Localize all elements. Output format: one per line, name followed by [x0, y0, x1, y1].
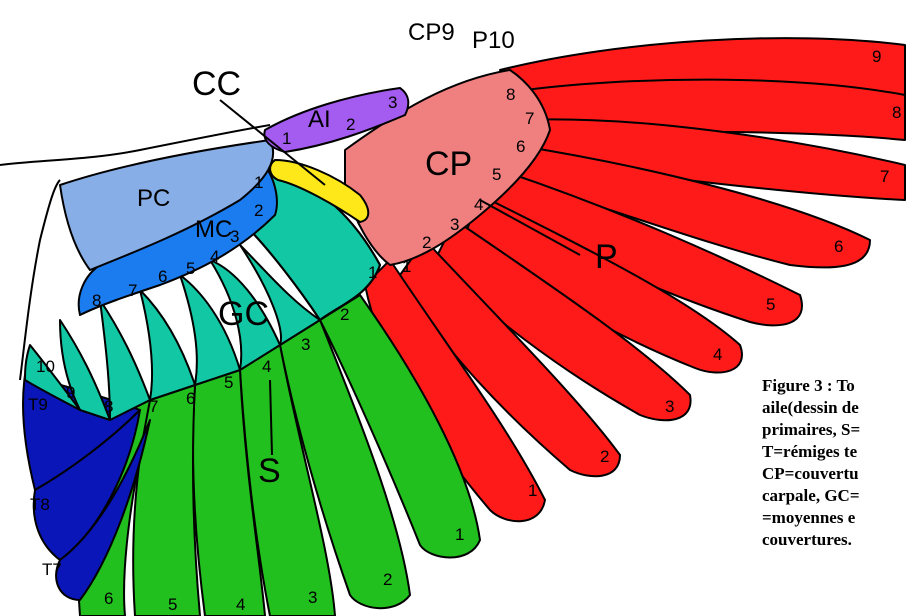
al-num-3: 3	[388, 93, 397, 112]
caption-line: T=rémiges te	[762, 441, 909, 463]
mc-num-1: 1	[254, 173, 263, 192]
label-s: S	[258, 452, 281, 490]
secondary-num-3: 3	[308, 588, 317, 607]
mc-num-7: 7	[128, 281, 137, 300]
mc-num-4: 4	[210, 247, 219, 266]
label-p10: P10	[472, 27, 515, 54]
caption-line: CP=couvertu	[762, 463, 909, 485]
primary-num-1: 1	[528, 481, 537, 500]
primary-num-2: 2	[600, 447, 609, 466]
tertial-label-t7: T7	[42, 560, 62, 579]
secondary-num-4: 4	[236, 595, 245, 614]
gc-num-2: 2	[340, 305, 349, 324]
caption-line: =moyennes e	[762, 507, 909, 529]
cp-num-5: 5	[492, 165, 501, 184]
gc-num-8: 8	[104, 397, 113, 416]
caption-line: couvertures.	[762, 529, 909, 551]
gc-num-4: 4	[262, 357, 271, 376]
gc-num-10: 10	[36, 357, 55, 376]
label-mc: MC	[195, 216, 232, 243]
cp-num-4: 4	[474, 195, 483, 214]
secondary-num-5: 5	[168, 595, 177, 614]
secondary-num-1: 1	[455, 525, 464, 544]
primary-num-5: 5	[766, 295, 775, 314]
gc-feather	[140, 290, 195, 400]
al-num-1: 1	[282, 129, 291, 148]
cp-num-3: 3	[450, 215, 459, 234]
primary-num-6: 6	[834, 237, 843, 256]
primary-num-8: 8	[892, 103, 901, 122]
gc-num-3: 3	[301, 335, 310, 354]
tertial-label-t9: T9	[28, 395, 48, 414]
mc-num-8: 8	[92, 291, 101, 310]
secondary-num-2: 2	[383, 570, 392, 589]
gc-num-9: 9	[66, 383, 75, 402]
mc-num-5: 5	[186, 259, 195, 278]
figure-caption: Figure 3 : To aile(dessin de primaires, …	[762, 375, 909, 551]
cp-num-2: 2	[422, 233, 431, 252]
primary-num-9: 9	[872, 47, 881, 66]
al-num-2: 2	[346, 115, 355, 134]
cp-num-7: 7	[525, 109, 534, 128]
gc-num-7: 7	[149, 397, 158, 416]
gc-num-5: 5	[224, 373, 233, 392]
caption-line: primaires, S=	[762, 419, 909, 441]
caption-line: Figure 3 : To	[762, 375, 909, 397]
secondary-num-6: 6	[104, 589, 113, 608]
primary-num-3: 3	[665, 397, 674, 416]
label-cc: CC	[192, 65, 241, 103]
gc-num-1: 1	[368, 263, 377, 282]
caption-line: carpale, GC=	[762, 485, 909, 507]
tertial-label-t8: T8	[30, 495, 50, 514]
cp-num-8: 8	[506, 85, 515, 104]
wing-leading-edge	[20, 180, 60, 380]
mc-num-2: 2	[254, 201, 263, 220]
primary-num-7: 7	[880, 167, 889, 186]
gc-num-6: 6	[186, 389, 195, 408]
cp-num-1: 1	[402, 257, 411, 276]
caption-line: aile(dessin de	[762, 397, 909, 419]
cp-num-6: 6	[516, 137, 525, 156]
label-gc: GC	[218, 295, 269, 333]
mc-num-6: 6	[158, 267, 167, 286]
label-al: AI	[308, 106, 331, 133]
label-pc: PC	[137, 185, 170, 212]
label-cp9: CP9	[408, 19, 455, 46]
mc-num-3: 3	[230, 227, 239, 246]
label-cp: CP	[425, 145, 472, 183]
label-p: P	[595, 238, 618, 276]
primary-num-4: 4	[713, 345, 722, 364]
